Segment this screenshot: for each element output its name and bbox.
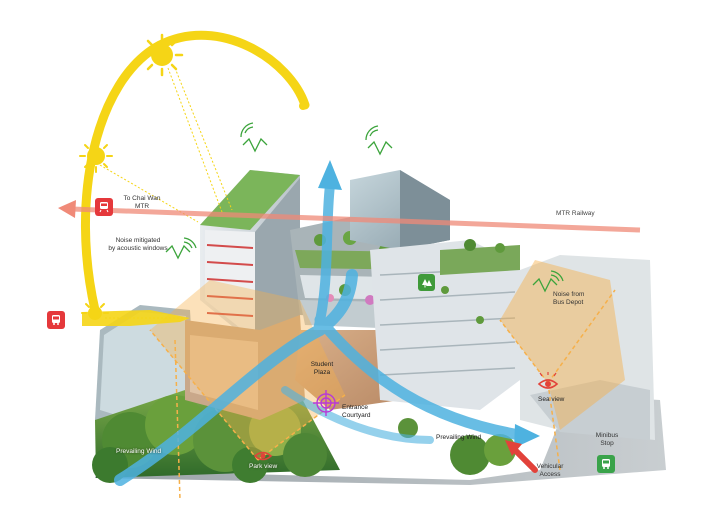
sun-icon	[79, 139, 113, 173]
vehicular-access-line2: Access	[539, 471, 561, 478]
to-chai-wan-label: To Chai Wan MTR	[117, 195, 167, 211]
eye-icon	[537, 372, 559, 389]
sea-view-label: Sea view	[538, 396, 565, 403]
wind-arrowhead	[318, 160, 342, 190]
entrance-courtyard-line1: Entrance	[342, 404, 369, 411]
minibus-stop-line1: Minibus	[595, 432, 619, 439]
mtr-railway-label: MTR Railway	[556, 210, 595, 217]
minibus-stop-line2: Stop	[600, 440, 614, 447]
noise-depot-label: Noise from Bus Depot	[553, 291, 584, 307]
noise-depot-line2: Bus Depot	[553, 299, 584, 306]
bus-icon	[47, 311, 65, 329]
train-icon	[95, 198, 113, 216]
wind-arrowhead	[514, 424, 540, 448]
to-chai-wan-line1: To Chai Wan	[123, 195, 161, 202]
noise-wave-icon	[365, 125, 393, 156]
noise-depot-line1: Noise from	[553, 291, 585, 298]
wind-arrows	[114, 180, 526, 486]
sea-view-cone	[499, 260, 625, 471]
target-icon	[313, 390, 339, 416]
tree-icon	[418, 274, 435, 291]
noise-windows-label: Noise mitigated by acoustic windows	[98, 237, 178, 253]
to-chai-wan-line2: MTR	[134, 203, 150, 210]
entrance-courtyard-label: Entrance Courtyard	[342, 404, 371, 420]
prevailing-wind-right-label: Prevailing Wind	[436, 434, 482, 441]
eye-icon	[253, 451, 273, 461]
student-plaza-line2: Plaza	[313, 369, 331, 376]
prevailing-wind-left-label: Prevailing Wind	[116, 448, 162, 455]
park-view-label: Park view	[249, 463, 278, 470]
mtr-railway-arrow	[58, 200, 641, 233]
sun-icon	[299, 102, 307, 110]
noise-windows-line1: Noise mitigated	[115, 237, 161, 244]
footbridge	[82, 310, 190, 326]
entrance-courtyard-line2: Courtyard	[342, 412, 371, 419]
minibus-stop-label: Minibus Stop	[587, 432, 627, 448]
vehicular-access-arrow	[505, 440, 538, 473]
student-plaza-line1: Student	[310, 361, 334, 368]
noise-wave-icon	[240, 122, 268, 153]
student-plaza-label: Student Plaza	[302, 361, 342, 377]
vehicular-access-line1: Vehicular	[536, 463, 564, 470]
bus-icon	[597, 455, 615, 473]
noise-windows-line2: by acoustic windows	[108, 245, 168, 252]
right-tower	[350, 170, 520, 410]
park-view-cone	[149, 280, 346, 501]
noise-wave-icon	[532, 270, 564, 293]
noise-wave-icon	[165, 237, 197, 260]
sun-icon	[140, 33, 184, 77]
vehicular-access-label: Vehicular Access	[528, 463, 572, 479]
